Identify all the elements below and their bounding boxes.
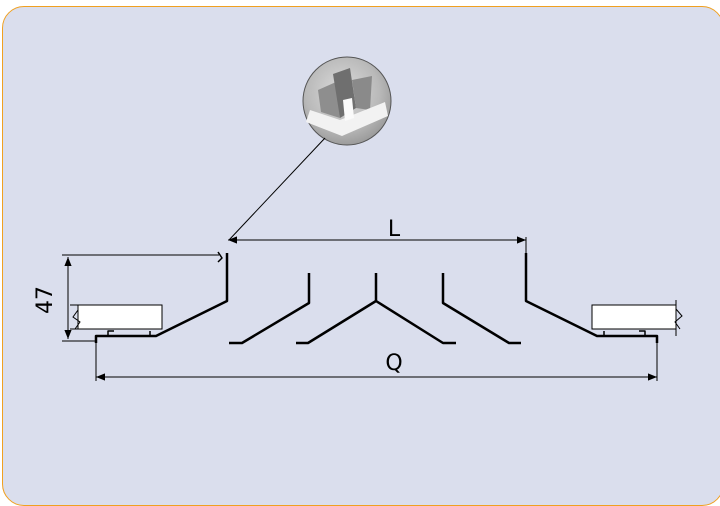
diffuser-profile: [94, 251, 659, 345]
overall-label: Q: [385, 351, 402, 376]
width-label: L: [388, 217, 401, 242]
height-dimension: 47: [33, 254, 219, 342]
blade-center: [296, 299, 456, 345]
ceiling-panel-left: [70, 304, 163, 330]
blade-3: [441, 273, 521, 345]
outer-frame-right: [524, 253, 659, 343]
ceiling-panel-right: [591, 300, 683, 336]
blade-1: [229, 273, 311, 345]
overall-dimension-q: Q: [95, 336, 658, 381]
callout-leader-line: [228, 137, 326, 241]
outer-frame-left: [94, 253, 229, 343]
height-label: 47: [33, 286, 58, 314]
clip-detail-callout: [228, 56, 392, 241]
